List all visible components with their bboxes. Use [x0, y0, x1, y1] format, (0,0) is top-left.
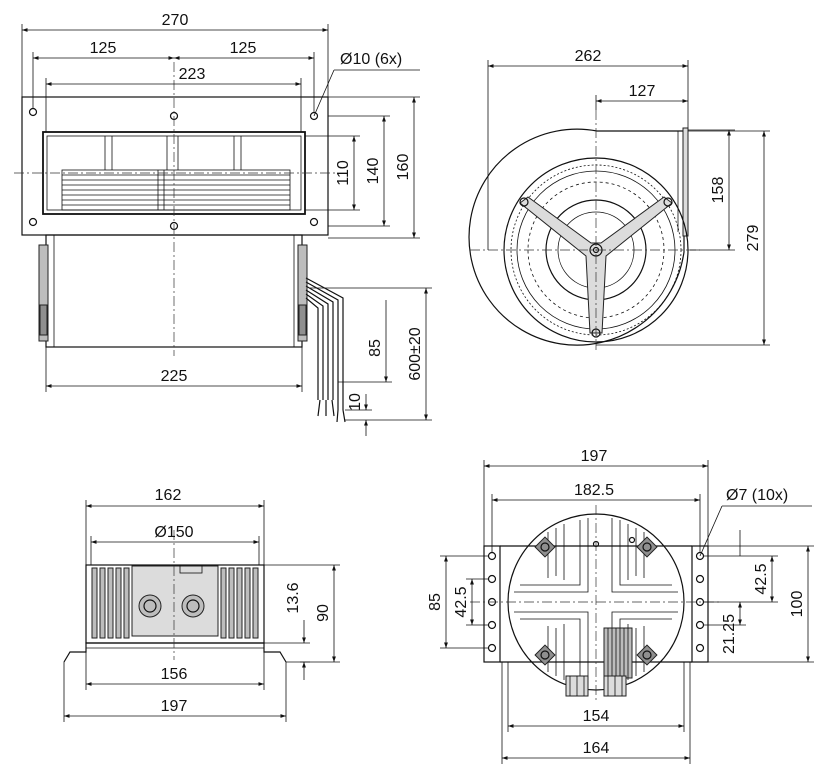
front-ribs: [104, 136, 242, 170]
dim-hole-callout: Ø10 (6x): [340, 51, 402, 68]
dim-h-140: 140: [365, 158, 382, 185]
bl-left-fins: [91, 567, 130, 639]
front-mounting-holes: [28, 107, 319, 231]
bl-cable-glands: [138, 594, 205, 618]
dim-lead-85: 85: [367, 339, 384, 357]
front-impeller-blades: [61, 169, 291, 211]
dim-br-right-100: 100: [789, 591, 806, 618]
bl-right-fins: [220, 567, 259, 639]
dim-br-top-197: 197: [581, 448, 608, 465]
dim-lead-10: 10: [347, 393, 364, 411]
dim-inner-156: 156: [161, 666, 188, 683]
dim-br-left-85: 85: [427, 593, 444, 611]
bl-base-flange: [63, 642, 287, 663]
dim-opening-width: 223: [179, 66, 206, 83]
front-view: 270 125 125 223 Ø10 (6x) 110 140 160: [14, 12, 432, 436]
dim-h-90: 90: [315, 604, 332, 622]
br-corner-screws: [534, 536, 658, 666]
dim-top-162: 162: [155, 487, 182, 504]
dim-h-160: 160: [395, 154, 412, 181]
front-cables: [305, 277, 346, 423]
br-cooling-fins: [514, 518, 678, 686]
dim-body-width: 225: [161, 368, 188, 385]
dim-width-total: 270: [162, 12, 189, 29]
dim-br-right-42-5: 42.5: [753, 563, 770, 594]
br-cable-glands: [565, 675, 627, 697]
dim-br-hole-callout: Ø7 (10x): [726, 487, 788, 504]
dim-br-bot-154: 154: [583, 708, 610, 725]
bottom-left-view: 162 Ø150 13.6 90 156 197: [63, 487, 340, 722]
dim-br-left-42-5: 42.5: [453, 586, 470, 617]
dim-lead-length: 600±20: [407, 327, 424, 380]
dim-base-197: 197: [161, 698, 188, 715]
dim-dia-150: Ø150: [154, 524, 193, 541]
dim-br-bot-164: 164: [583, 740, 610, 757]
dim-height-279: 279: [745, 225, 762, 252]
side-view: 262 127 158 279: [468, 48, 770, 350]
dim-width-262: 262: [575, 48, 602, 65]
dim-hole-pitch-right: 125: [230, 40, 257, 57]
br-rail-holes: [487, 551, 705, 653]
dim-br-182-5: 182.5: [574, 482, 614, 499]
dim-h-13-6: 13.6: [285, 582, 302, 613]
dim-h-110: 110: [335, 160, 352, 186]
bottom-right-view: 197 182.5 Ø7 (10x) 85 42.5 42.5 21.25: [427, 448, 814, 764]
dim-br-right-21-25: 21.25: [721, 614, 738, 654]
dim-hole-pitch-left: 125: [90, 40, 117, 57]
dim-offset-127: 127: [629, 83, 656, 100]
side-scroll-housing: [468, 128, 685, 346]
dim-outlet-158: 158: [710, 177, 727, 204]
